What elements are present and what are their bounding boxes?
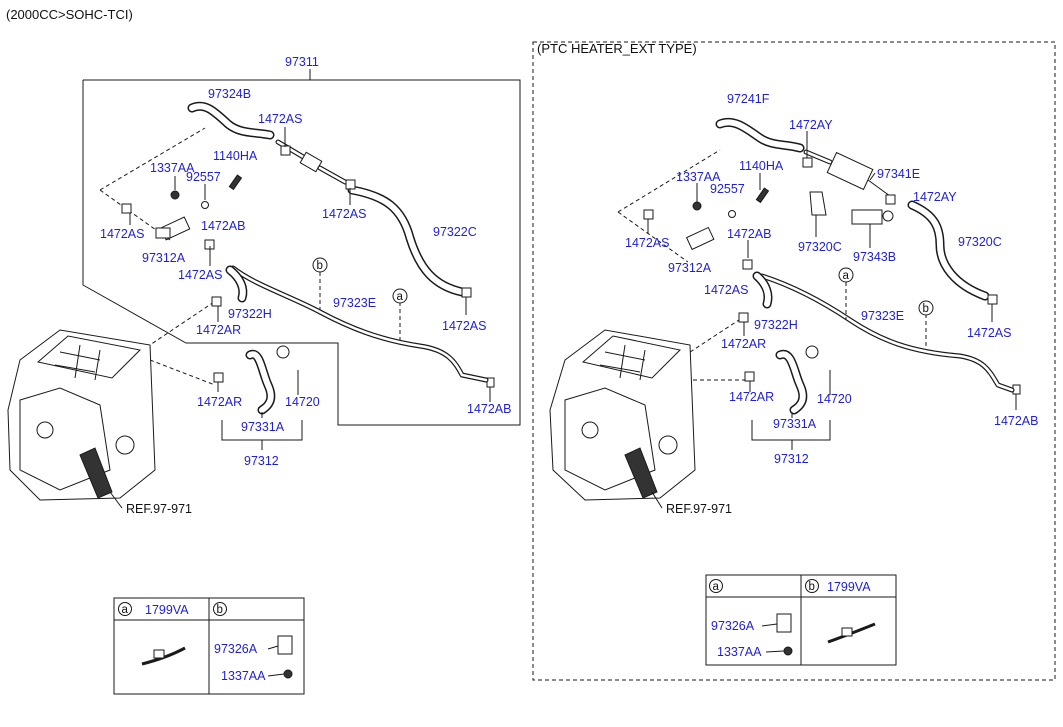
part-label: 1472AB: [994, 414, 1038, 428]
part-label: 1472AB: [201, 219, 245, 233]
ptc-heater-panel-border: [532, 41, 1056, 681]
part-label: 1472AY: [913, 190, 957, 204]
part-label: 97331A: [241, 420, 285, 434]
part-label: 97322C: [433, 225, 477, 239]
callout-circle-b: [392, 288, 408, 304]
part-label: 97341E: [877, 167, 920, 181]
part-97343b: [851, 209, 883, 225]
part-label: 97312: [774, 452, 809, 466]
part-label: 97312A: [142, 251, 186, 265]
valve-97341e: [826, 151, 874, 191]
svg-text:a: a: [843, 270, 850, 282]
left-assembly: REF.97-971 b a 97311 97324B 1472AS 1337A…: [7, 55, 521, 695]
part-label: 1337AA: [150, 161, 195, 175]
part-label: 1140HA: [213, 149, 258, 163]
callout-circle-a: [312, 257, 328, 273]
svg-text:a: a: [713, 581, 720, 593]
right-assembly: (PTC HEATER_EXT TYPE): [532, 41, 1056, 681]
svg-text:b: b: [809, 581, 815, 593]
part-label: 1472AB: [727, 227, 771, 241]
part-label: 97320C: [798, 240, 842, 254]
svg-text:b: b: [217, 604, 223, 616]
part-label: 97323E: [333, 296, 376, 310]
part-label: 97311: [285, 55, 319, 69]
part-label: 1472AS: [442, 319, 486, 333]
part-label: 97322H: [754, 318, 798, 332]
part-label: 1472AR: [721, 337, 766, 351]
hvac-unit-illustration: [549, 329, 696, 509]
part-label: 97312: [244, 454, 279, 468]
svg-text:a: a: [397, 291, 404, 303]
part-label: 1472AY: [789, 118, 833, 132]
part-label: 1472AR: [729, 390, 774, 404]
part-label: 1472AS: [704, 283, 748, 297]
svg-text:a: a: [122, 604, 129, 616]
part-label: 97322H: [228, 307, 272, 321]
part-label: 1140HA: [739, 159, 784, 173]
svg-text:b: b: [317, 260, 323, 272]
part-label: 1472AS: [625, 236, 669, 250]
clamp-1472as: [280, 145, 291, 156]
ptc-heater-title: (PTC HEATER_EXT TYPE): [537, 41, 697, 56]
part-label: 1472AS: [967, 326, 1011, 340]
part-label: 97241F: [727, 92, 770, 106]
left-legend-table: a 1799VA b 97326A 1337AA: [113, 597, 305, 695]
part-label: 92557: [710, 182, 745, 196]
part-label: 1472AS: [100, 227, 144, 241]
part-label: 14720: [817, 392, 852, 406]
gasket-92557: [201, 201, 209, 209]
part-label: 97312A: [668, 261, 712, 275]
assembly-outline-97311: [82, 79, 521, 426]
part-label: 14720: [285, 395, 320, 409]
legend-part: 1337AA: [221, 669, 266, 683]
part-label: 1472AS: [258, 112, 302, 126]
bracket-97320c: [809, 191, 827, 216]
svg-text:b: b: [923, 303, 929, 315]
part-label: 97331A: [773, 417, 817, 431]
legend-part: 97326A: [711, 619, 755, 633]
hvac-unit-illustration: [7, 329, 156, 509]
part-label: 1472AS: [178, 268, 222, 282]
part-label: 92557: [186, 170, 221, 184]
part-label: 1472AS: [322, 207, 366, 221]
part-label: 1472AR: [196, 323, 241, 337]
legend-part: 1337AA: [717, 645, 762, 659]
part-label: 97343B: [853, 250, 896, 264]
part-label: 1337AA: [676, 170, 721, 184]
ref-label: REF.97-971: [126, 502, 192, 516]
part-label: 1472AR: [197, 395, 242, 409]
part-label: 97324B: [208, 87, 251, 101]
nut-1337aa: [170, 190, 180, 200]
ref-label: REF.97-971: [666, 502, 732, 516]
part-label: 97320C: [958, 235, 1002, 249]
bolt-1140ha: [228, 174, 243, 191]
right-legend-table: a b 1799VA 97326A 1337AA: [705, 574, 897, 666]
legend-part: 1799VA: [827, 580, 871, 594]
legend-part: 97326A: [214, 642, 258, 656]
part-label: 1472AB: [467, 402, 511, 416]
part-label: 97323E: [861, 309, 904, 323]
legend-part: 1799VA: [145, 603, 189, 617]
engine-spec-title: (2000CC>SOHC-TCI): [6, 7, 133, 22]
